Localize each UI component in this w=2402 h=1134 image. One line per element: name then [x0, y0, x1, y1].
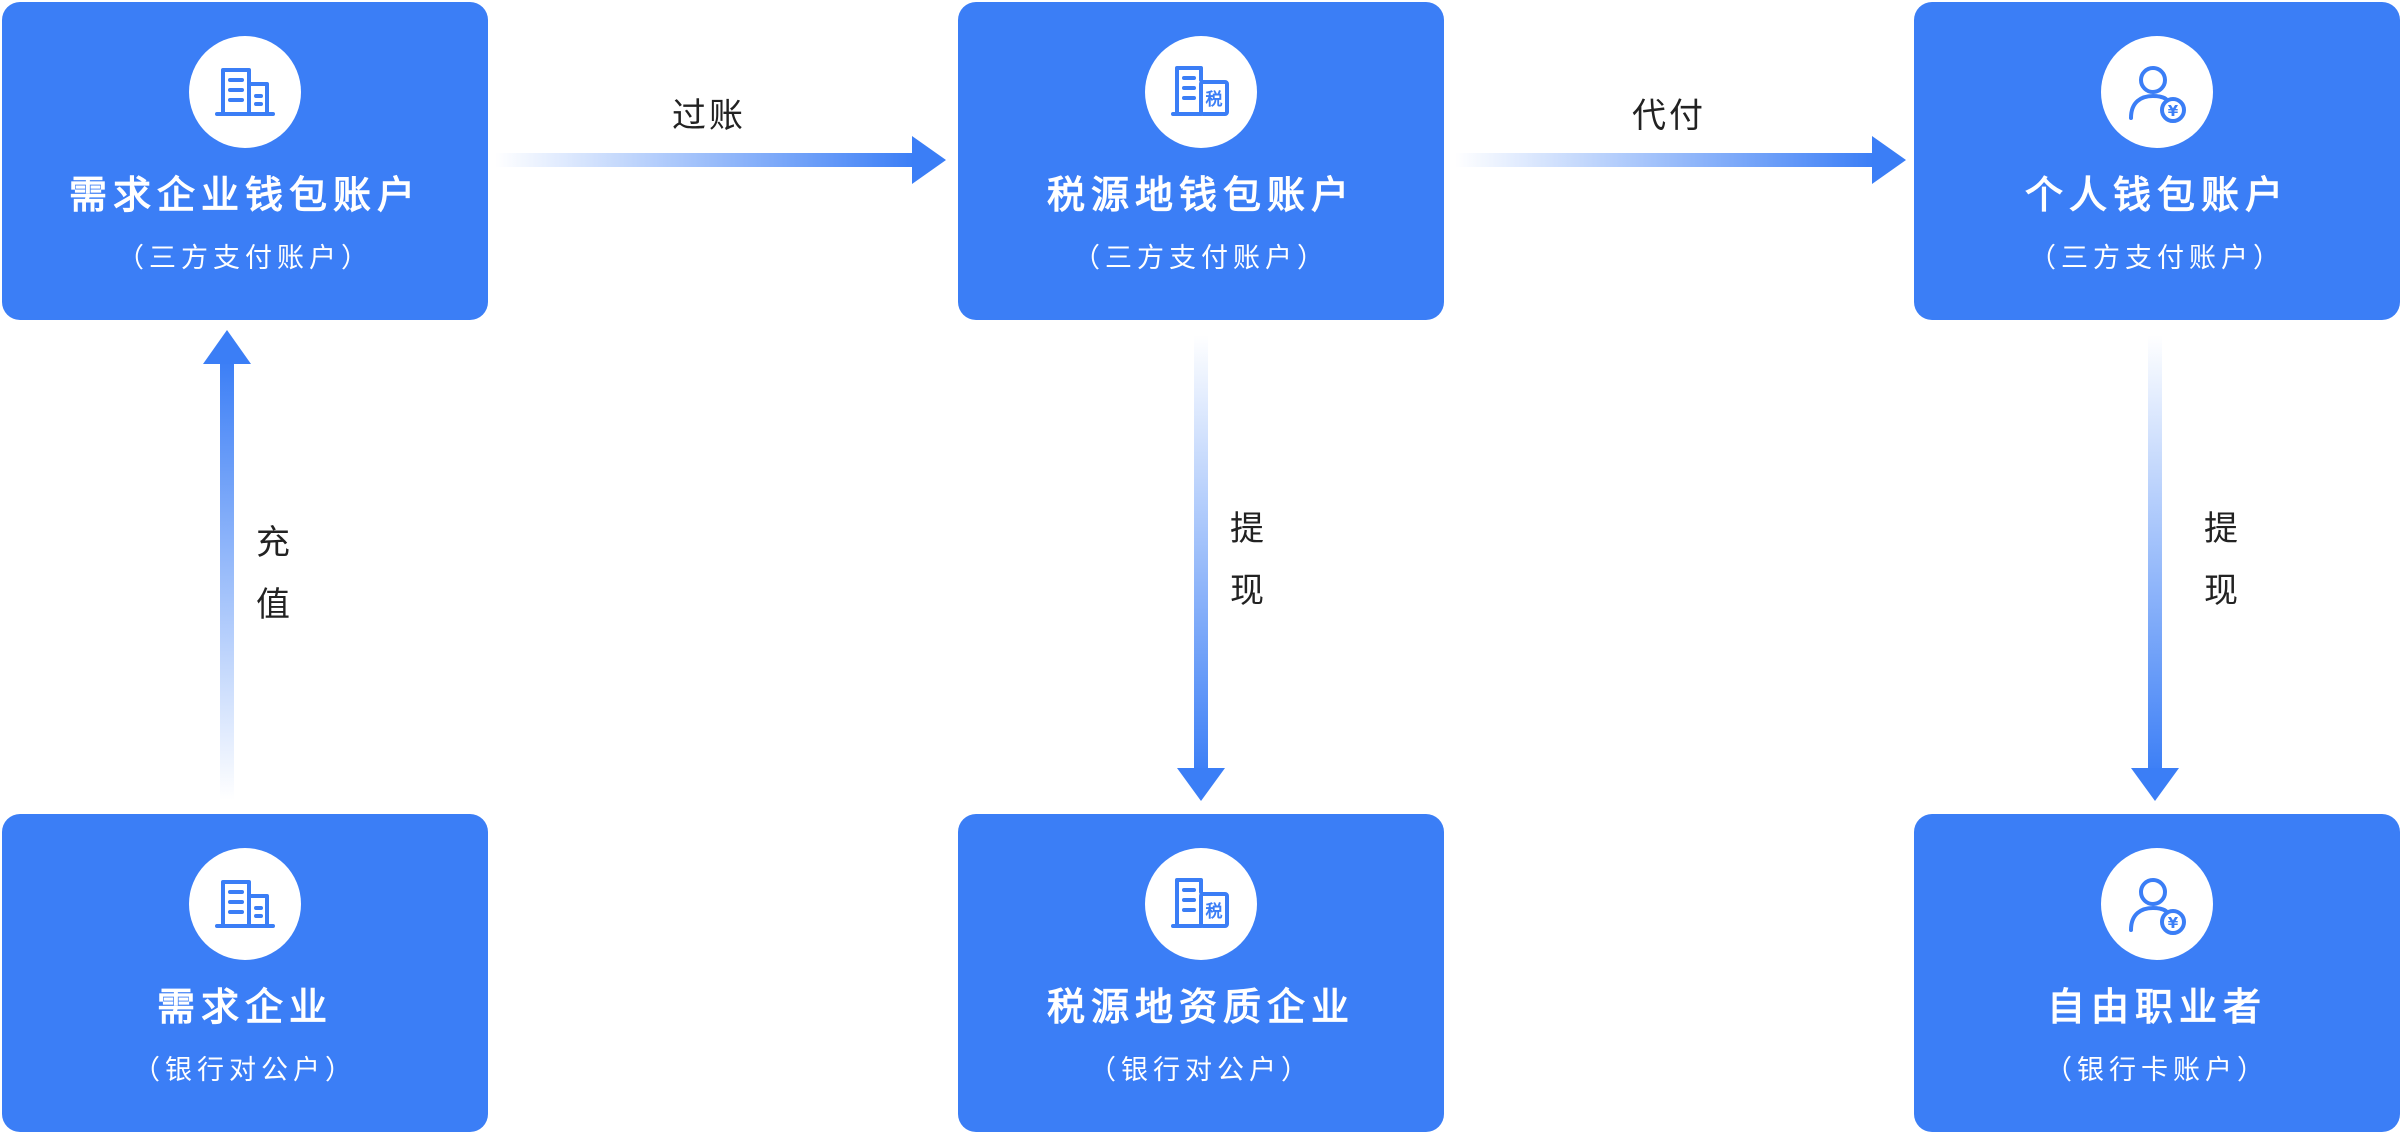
payout-label: 代付 — [1632, 96, 1706, 136]
demand-enterprise-node: 需求企业 （银行对公户） — [2, 814, 488, 1132]
node-title: 需求企业钱包账户 — [68, 173, 421, 217]
node-subtitle: （三方支付账户） — [2029, 243, 2285, 274]
svg-text:¥: ¥ — [2168, 914, 2179, 932]
node-subtitle: （银行对公户） — [1089, 1055, 1313, 1086]
person-yen-icon: ¥ — [2101, 848, 2213, 960]
personal-wallet-node: ¥ 个人钱包账户 （三方支付账户） — [1914, 2, 2400, 320]
withdraw-tax-arrow — [1177, 335, 1225, 801]
transfer-label: 过账 — [672, 96, 746, 136]
payout-arrow — [1455, 136, 1906, 184]
node-title: 自由职业者 — [2046, 985, 2267, 1029]
svg-text:¥: ¥ — [2168, 102, 2179, 120]
node-subtitle: （三方支付账户） — [1073, 243, 1329, 274]
building-icon — [189, 36, 301, 148]
withdraw-personal-label: 提现 — [2204, 509, 2238, 611]
tax-building-icon: 税 — [1145, 36, 1257, 148]
recharge-arrow — [203, 330, 251, 800]
building-icon — [189, 848, 301, 960]
node-subtitle: （银行对公户） — [133, 1055, 357, 1086]
tax-enterprise-node: 税 税源地资质企业 （银行对公户） — [958, 814, 1444, 1132]
tax-wallet-node: 税 税源地钱包账户 （三方支付账户） — [958, 2, 1444, 320]
node-subtitle: （银行卡账户） — [2045, 1055, 2269, 1086]
transfer-arrow — [495, 136, 946, 184]
person-yen-icon: ¥ — [2101, 36, 2213, 148]
demand-wallet-node: 需求企业钱包账户 （三方支付账户） — [2, 2, 488, 320]
withdraw-personal-arrow — [2131, 335, 2179, 801]
node-subtitle: （三方支付账户） — [117, 243, 373, 274]
tax-building-icon: 税 — [1145, 848, 1257, 960]
withdraw-tax-label: 提现 — [1230, 509, 1264, 611]
node-title: 税源地钱包账户 — [1046, 173, 1355, 217]
node-title: 个人钱包账户 — [2024, 173, 2289, 217]
svg-text:税: 税 — [1206, 89, 1223, 110]
node-title: 需求企业 — [156, 985, 333, 1029]
freelancer-node: ¥ 自由职业者 （银行卡账户） — [1914, 814, 2400, 1132]
svg-text:税: 税 — [1206, 901, 1223, 922]
node-title: 税源地资质企业 — [1046, 985, 1355, 1029]
recharge-label: 充值 — [256, 523, 290, 625]
